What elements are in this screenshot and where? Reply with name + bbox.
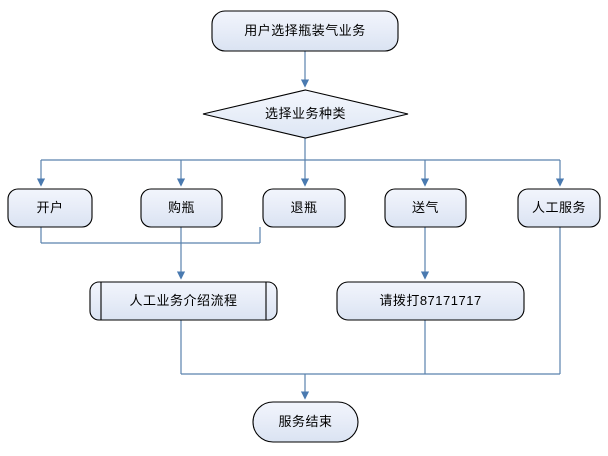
connector-layer: [36, 51, 565, 400]
node-deliver-gas[interactable]: [384, 188, 467, 228]
node-call-number[interactable]: [336, 281, 525, 321]
node-manual-intro-process[interactable]: [89, 281, 278, 321]
node-start[interactable]: [211, 10, 399, 52]
node-buy-bottle[interactable]: [140, 188, 223, 228]
node-return-bottle[interactable]: [262, 188, 346, 228]
node-decision[interactable]: [202, 89, 409, 139]
node-manual-service[interactable]: [517, 188, 601, 228]
node-end[interactable]: [252, 401, 359, 443]
node-open-account[interactable]: [7, 188, 93, 228]
node-layer: [7, 10, 601, 443]
